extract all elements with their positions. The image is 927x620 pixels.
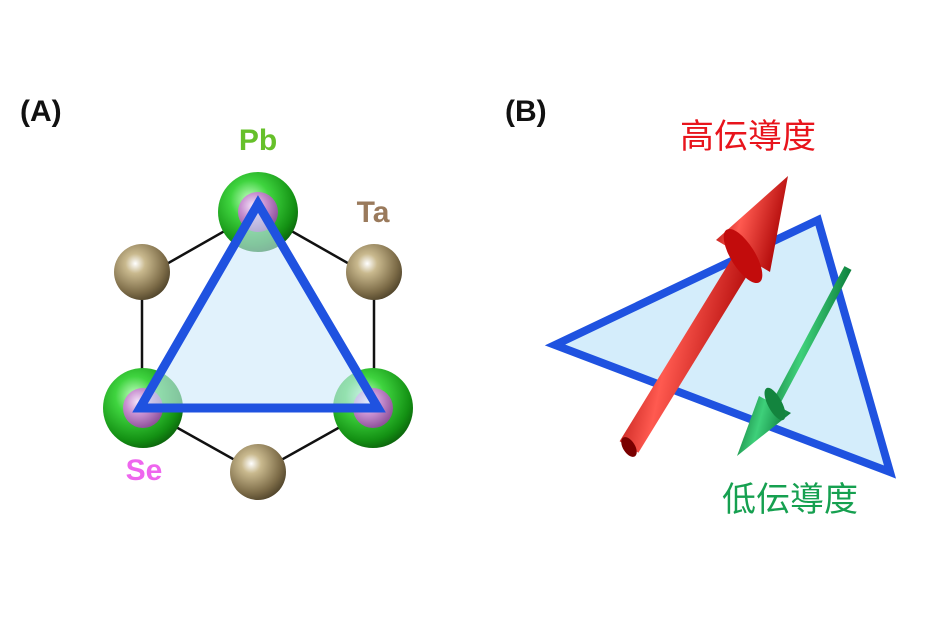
triangle-a [132,195,386,413]
high-conductivity-label: 高伝導度 [680,117,816,157]
pb-label: Pb [239,124,277,157]
panel-a-label: (A) [20,95,62,128]
se-label: Se [126,454,163,487]
low-conductivity-arrow [737,266,852,456]
ta-atom [230,444,286,500]
low-conductivity-label: 低伝導度 [722,480,858,520]
ta-atom [114,244,170,300]
triangle-b [544,214,897,479]
ta-atom [346,244,402,300]
panel-b-label: (B) [505,95,547,128]
ta-label: Ta [357,196,390,229]
high-conductivity-arrow [619,176,788,457]
